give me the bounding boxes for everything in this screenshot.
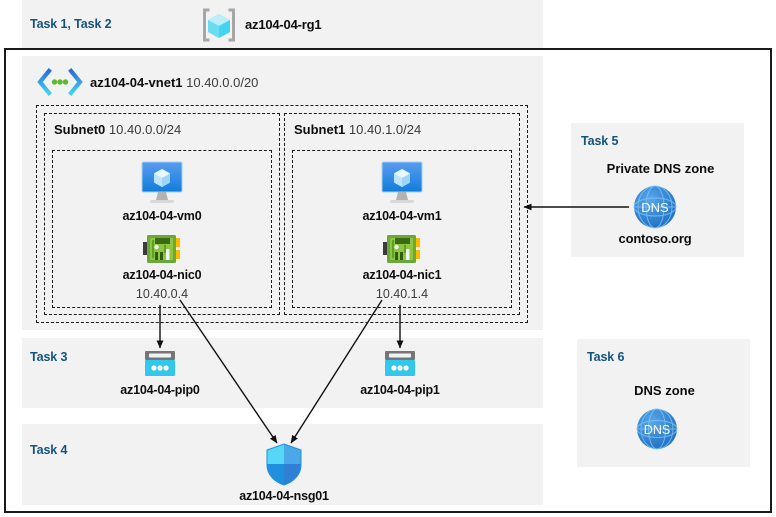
vnet-name: az104-04-vnet1 <box>90 75 183 90</box>
nic-0-name: az104-04-nic0 <box>122 268 202 282</box>
pip-1-name: az104-04-pip1 <box>360 383 440 397</box>
svg-text:DNS: DNS <box>644 423 670 437</box>
subnet-1-name: Subnet1 <box>294 122 346 137</box>
vm-0-name: az104-04-vm0 <box>122 209 202 223</box>
subnet-1-cidr: 10.40.1.0/24 <box>348 122 422 137</box>
virtual-network-icon <box>36 68 84 96</box>
task-label-1-2: Task 1, Task 2 <box>30 17 112 31</box>
svg-text:DNS: DNS <box>641 200 669 215</box>
vnet-panel <box>22 56 543 330</box>
subnet-0-header: Subnet0 10.40.0.0/24 <box>54 122 181 137</box>
dns-zone-title: DNS zone <box>634 383 695 398</box>
network-interface-icon <box>383 233 421 265</box>
dns-zone-icon: DNS <box>634 406 680 452</box>
task-3-panel <box>22 338 543 408</box>
nic-0-ip: 10.40.0.4 <box>135 287 189 301</box>
public-ip-address-icon <box>384 350 416 377</box>
virtual-machine-icon <box>137 159 187 205</box>
subnet-1-outline <box>284 113 520 315</box>
subnet-0-inner-outline <box>52 150 272 308</box>
virtual-machine-icon <box>377 159 427 205</box>
nsg-name: az104-04-nsg01 <box>239 489 329 503</box>
network-security-group-icon <box>265 443 303 487</box>
private-dns-zone-name: contoso.org <box>618 231 692 246</box>
private-dns-zone-title: Private DNS zone <box>606 161 715 176</box>
resource-group-name: az104-04-rg1 <box>245 17 322 32</box>
task-label-3: Task 3 <box>30 350 68 364</box>
subnet-1-inner-outline <box>292 150 512 308</box>
task-label-6: Task 6 <box>587 350 625 364</box>
subnet-1-header: Subnet1 10.40.1.0/24 <box>294 122 421 137</box>
dns-zone-icon: DNS <box>631 183 679 231</box>
subnets-group-outline <box>36 105 528 323</box>
subnet-0-cidr: 10.40.0.0/24 <box>108 122 182 137</box>
network-interface-icon <box>143 233 181 265</box>
pip-0-name: az104-04-pip0 <box>120 383 200 397</box>
vm-1-name: az104-04-vm1 <box>362 209 442 223</box>
subnet-0-outline <box>44 113 280 315</box>
vnet-header: az104-04-vnet1 10.40.0.0/20 <box>90 75 258 90</box>
task-label-4: Task 4 <box>30 443 68 457</box>
resource-group-icon <box>199 7 239 43</box>
subnet-0-name: Subnet0 <box>54 122 106 137</box>
nic-1-name: az104-04-nic1 <box>362 268 442 282</box>
vnet-cidr: 10.40.0.0/20 <box>186 75 259 90</box>
nic-1-ip: 10.40.1.4 <box>375 287 429 301</box>
public-ip-address-icon <box>144 350 176 377</box>
task-label-5: Task 5 <box>581 134 619 148</box>
header-strip-panel <box>22 0 543 48</box>
